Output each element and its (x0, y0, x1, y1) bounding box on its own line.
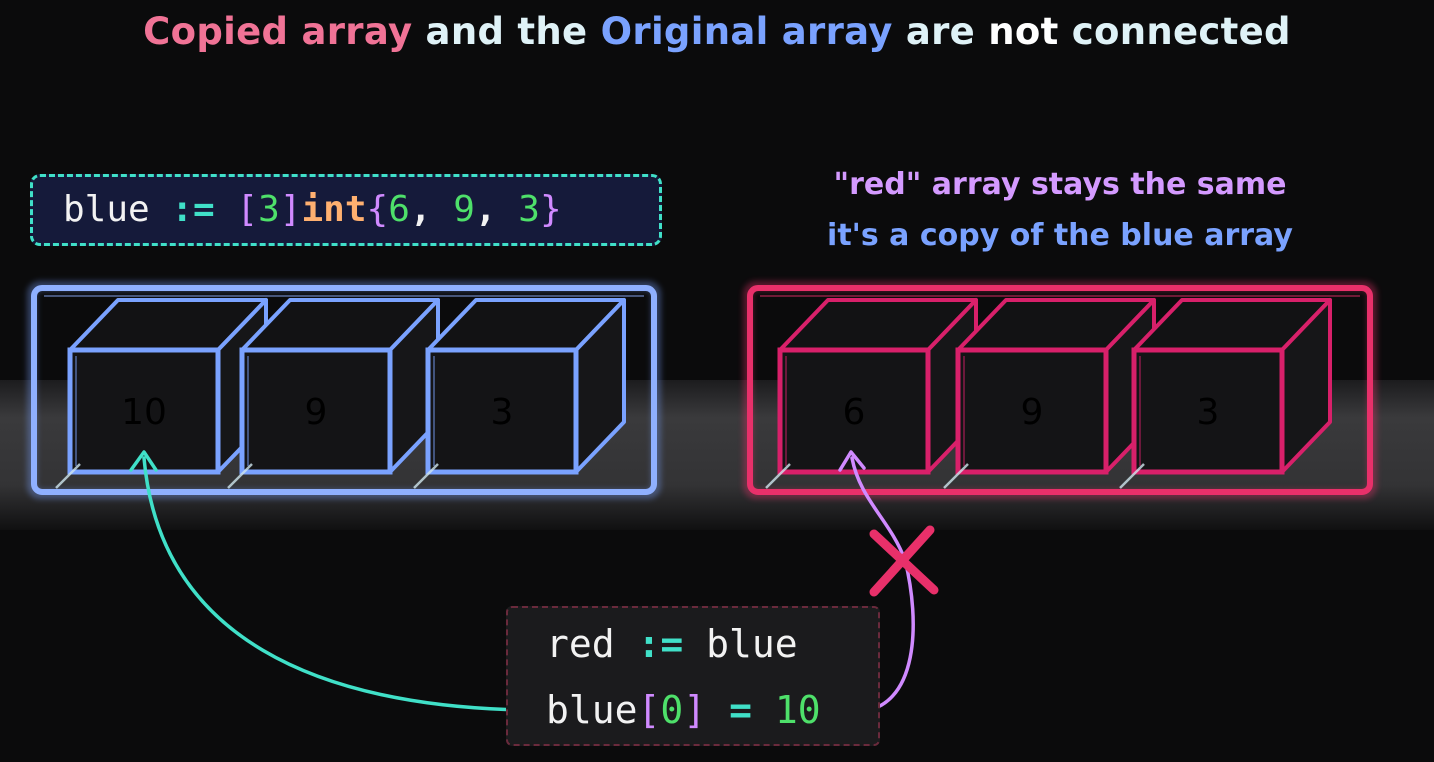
decl-comma: , (409, 189, 454, 230)
array-cell: 3 (413, 298, 626, 489)
decl-op: := (149, 189, 237, 230)
cell-value: 10 (121, 392, 167, 433)
snippet-value: 10 (774, 688, 821, 732)
decl-type: int (301, 189, 367, 230)
array-cell: 9 (943, 298, 1156, 489)
decl-bracket: [ (236, 189, 259, 230)
snippet-index: 0 (660, 688, 684, 732)
snippet-op: := (614, 622, 707, 666)
snippet-op: = (706, 688, 775, 732)
title-text: connected (1058, 10, 1291, 53)
decl-var: blue (63, 189, 150, 230)
cell-value: 9 (305, 392, 328, 433)
array-cell: 3 (1119, 298, 1332, 489)
title-text: are (892, 10, 989, 53)
decl-value: 3 (518, 189, 540, 230)
decl-bracket: ] (279, 189, 302, 230)
decl-value: 9 (453, 189, 475, 230)
decl-comma: , (474, 189, 519, 230)
arrowhead-icon (129, 450, 158, 472)
array-cell: 9 (227, 298, 440, 489)
cross-icon (869, 525, 939, 597)
declaration-box: blue := [3]int{6, 9, 3} (30, 174, 662, 246)
decl-size: 3 (258, 189, 280, 230)
note-line-1: "red" array stays the same (833, 167, 1287, 202)
note-line-2: it's a copy of the blue array (827, 218, 1293, 253)
snippet-lhs: red (546, 622, 615, 666)
decl-value: 6 (388, 189, 410, 230)
title-not: not (988, 10, 1059, 53)
red-array: 6 9 3 (743, 281, 1377, 499)
title-text: and the (412, 10, 601, 53)
cell-value: 3 (491, 392, 514, 433)
decl-brace: } (539, 189, 562, 230)
snippet-line-2: blue[0] = 10 (546, 688, 821, 732)
snippet-rhs: blue (706, 622, 798, 666)
snippet-bracket: ] (683, 688, 707, 732)
code-snippet: red := blue blue[0] = 10 (506, 606, 880, 746)
decl-brace: { (366, 189, 389, 230)
snippet-line-1: red := blue (546, 622, 798, 666)
arrowhead-icon (838, 450, 866, 472)
red-array-frame (747, 285, 1373, 495)
blue-array: 10 9 3 (27, 281, 661, 499)
cell-value: 3 (1197, 392, 1220, 433)
title-original-array: Original array (600, 10, 893, 53)
page-title: Copied array and the Original array are … (0, 10, 1434, 53)
cell-value: 9 (1021, 392, 1044, 433)
snippet-bracket: [ (637, 688, 661, 732)
title-copied-array: Copied array (143, 10, 413, 53)
blue-array-frame (31, 285, 657, 495)
snippet-var: blue (546, 688, 638, 732)
cell-value: 6 (843, 392, 866, 433)
